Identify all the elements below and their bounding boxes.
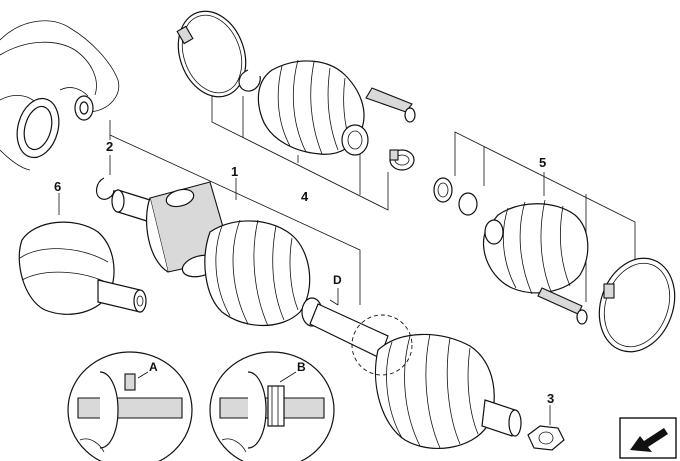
gearbox-housing — [0, 20, 120, 171]
callout-3: 3 — [547, 391, 554, 406]
leader-d-tip — [329, 299, 339, 306]
grease-tube-top — [365, 87, 416, 123]
hex-nut-3 — [527, 425, 565, 451]
detail-b — [209, 351, 335, 461]
detail-label-d: D — [333, 273, 342, 287]
main-drive-shaft — [111, 181, 522, 450]
detail-label-b: B — [297, 360, 306, 374]
arrow-icon[interactable] — [619, 417, 677, 459]
leader-b — [279, 371, 297, 383]
small-clamp-right — [433, 177, 453, 203]
detail-circle-d — [351, 314, 413, 376]
callout-1: 1 — [231, 164, 238, 179]
detail-a — [67, 351, 193, 461]
callout-5: 5 — [539, 155, 546, 170]
callout-2: 2 — [106, 139, 113, 154]
boot-right — [482, 199, 589, 295]
small-clamp-top — [389, 149, 415, 171]
callout-4: 4 — [301, 189, 309, 204]
snap-ring-right — [458, 192, 478, 216]
leader-a — [137, 371, 149, 379]
cv-joint-6 — [18, 221, 147, 315]
detail-label-a: A — [149, 360, 158, 374]
small-snap-ring — [238, 69, 261, 92]
boot-top — [257, 59, 369, 156]
bracket-1 — [109, 120, 361, 305]
grease-tube-right — [537, 287, 588, 325]
circlip-2 — [95, 177, 115, 200]
callout-6: 6 — [54, 179, 61, 194]
large-clamp-ring-right — [598, 257, 676, 353]
bracket-4 — [211, 90, 389, 211]
large-clamp-ring — [176, 10, 247, 98]
